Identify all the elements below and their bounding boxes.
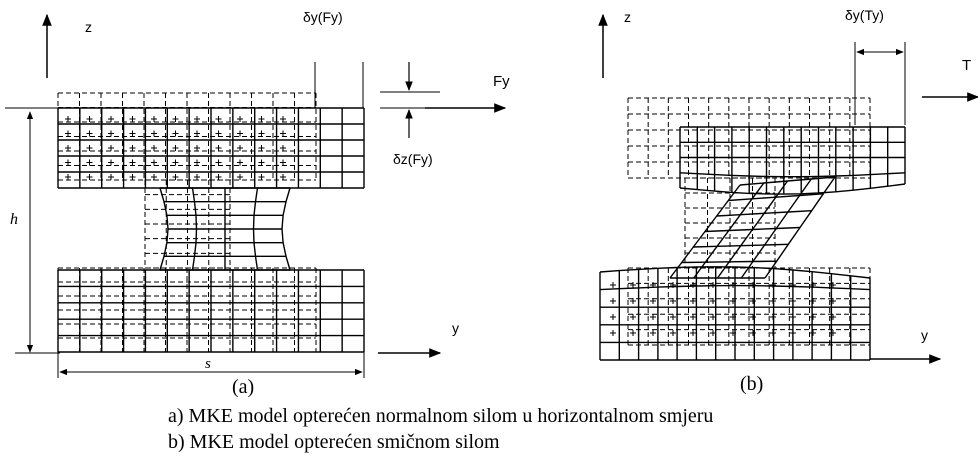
delta-z-label-a: δz(Fy) [393, 151, 433, 167]
mesh-line [740, 178, 812, 279]
height-label: h [10, 211, 18, 228]
mesh-line [159, 187, 169, 271]
node-markers-b [610, 282, 836, 336]
panel-a-label: (a) [232, 376, 254, 398]
delta-y-label-a: δy(Fy) [303, 9, 343, 25]
y-axis-label-a: y [452, 320, 459, 336]
deformed-neck-b [669, 176, 836, 279]
mesh-line [252, 187, 259, 271]
undeformed-bottom-block-a [57, 267, 317, 353]
deformed-top-block-a [57, 107, 365, 189]
force-label-b: T [962, 57, 971, 74]
deformed-neck-a [159, 187, 291, 271]
undeformed-top-block-a [57, 92, 317, 181]
caption-a: a) MKE model opterećen normalnom silom u… [168, 405, 714, 427]
y-axis-label-b: y [921, 327, 928, 343]
node-markers-a [65, 116, 286, 180]
panel-a: z δy(Fy) δz(Fy) Fy h y s (a) [5, 9, 510, 398]
caption-b: b) MKE model opterećen smičnom silom [168, 431, 500, 453]
panel-b-label: (b) [740, 373, 763, 395]
undeformed-neck-a [144, 179, 231, 269]
mesh-line [679, 183, 906, 195]
deformed-bottom-block-a [57, 269, 365, 353]
mesh-line [669, 184, 741, 279]
mesh-line [764, 176, 836, 279]
panel-b: z δy(Ty) T y (b) [598, 7, 978, 395]
deformed-top-block-b [679, 126, 906, 195]
z-axis-label-b: z [624, 9, 631, 25]
force-label-a: Fy [493, 73, 510, 90]
mesh-line [679, 172, 906, 178]
width-label: s [205, 356, 211, 372]
fem-mesh-b [599, 97, 906, 361]
delta-y-label-b: δy(Ty) [845, 7, 884, 23]
z-axis-label-a: z [85, 19, 92, 35]
fem-mesh-a [57, 92, 365, 353]
mesh-line [281, 187, 291, 271]
mesh-line [716, 180, 789, 279]
undeformed-neck-b [684, 177, 776, 269]
mesh-line [693, 182, 765, 279]
mesh-line [191, 187, 198, 271]
